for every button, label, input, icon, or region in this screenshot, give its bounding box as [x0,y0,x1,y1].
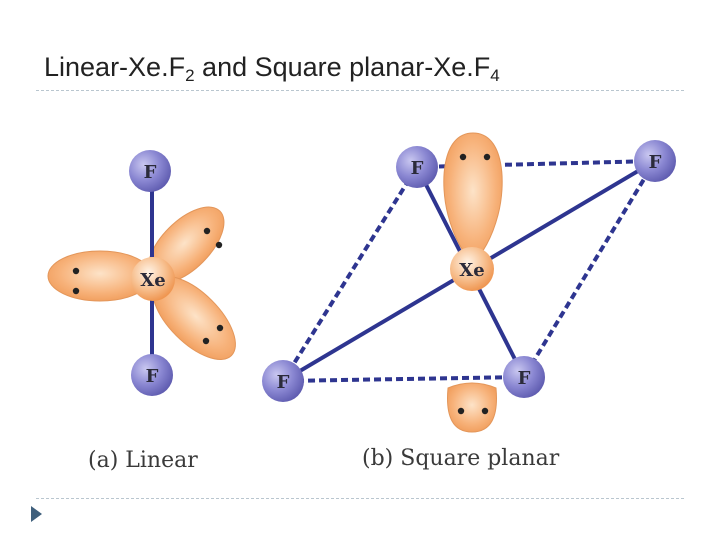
square-fluorine-top-left: F [396,146,438,188]
svg-text:F: F [518,368,531,389]
square-lone-pair-bottom [447,382,497,433]
square-lone-pair-top [443,132,503,263]
square-fluorine-bottom-right: F [503,356,545,398]
lone-pair-dot [202,337,210,345]
bottom-divider [36,498,684,499]
square-planar-xef4-structure: F F F F Xe (b) Square planar [262,132,676,471]
title-text-1: Linear-Xe.F [44,52,186,82]
svg-text:F: F [277,372,290,393]
svg-text:F: F [144,162,157,183]
linear-lone-pair-left [47,250,153,302]
square-fluorine-bottom-left: F [262,360,304,402]
square-planar-caption: (b) Square planar [362,446,560,471]
title-text-2: and Square planar-Xe.F [194,52,491,82]
slide-title: Linear-Xe.F2 and Square planar-Xe.F4 [44,52,500,85]
svg-text:F: F [649,152,662,173]
lone-pair-dot [215,241,223,249]
title-subscript-2: 4 [490,66,500,85]
linear-xenon-center: Xe [131,257,175,301]
svg-text:F: F [411,158,424,179]
linear-caption: (a) Linear [88,448,198,473]
svg-text:Xe: Xe [140,270,165,291]
svg-text:F: F [146,366,159,387]
linear-fluorine-top: F [129,150,171,192]
bullet-triangle-icon [31,506,42,522]
svg-text:Xe: Xe [459,260,484,281]
top-divider [36,90,684,91]
square-fluorine-top-right: F [634,140,676,182]
lone-pair-dot [203,227,211,235]
title-subscript-1: 2 [185,66,195,85]
square-xenon-center: Xe [450,247,494,291]
lone-pair-dot [216,324,224,332]
linear-xef2-structure: F Xe F (a) Linear [47,150,236,473]
linear-fluorine-bottom: F [131,354,173,396]
